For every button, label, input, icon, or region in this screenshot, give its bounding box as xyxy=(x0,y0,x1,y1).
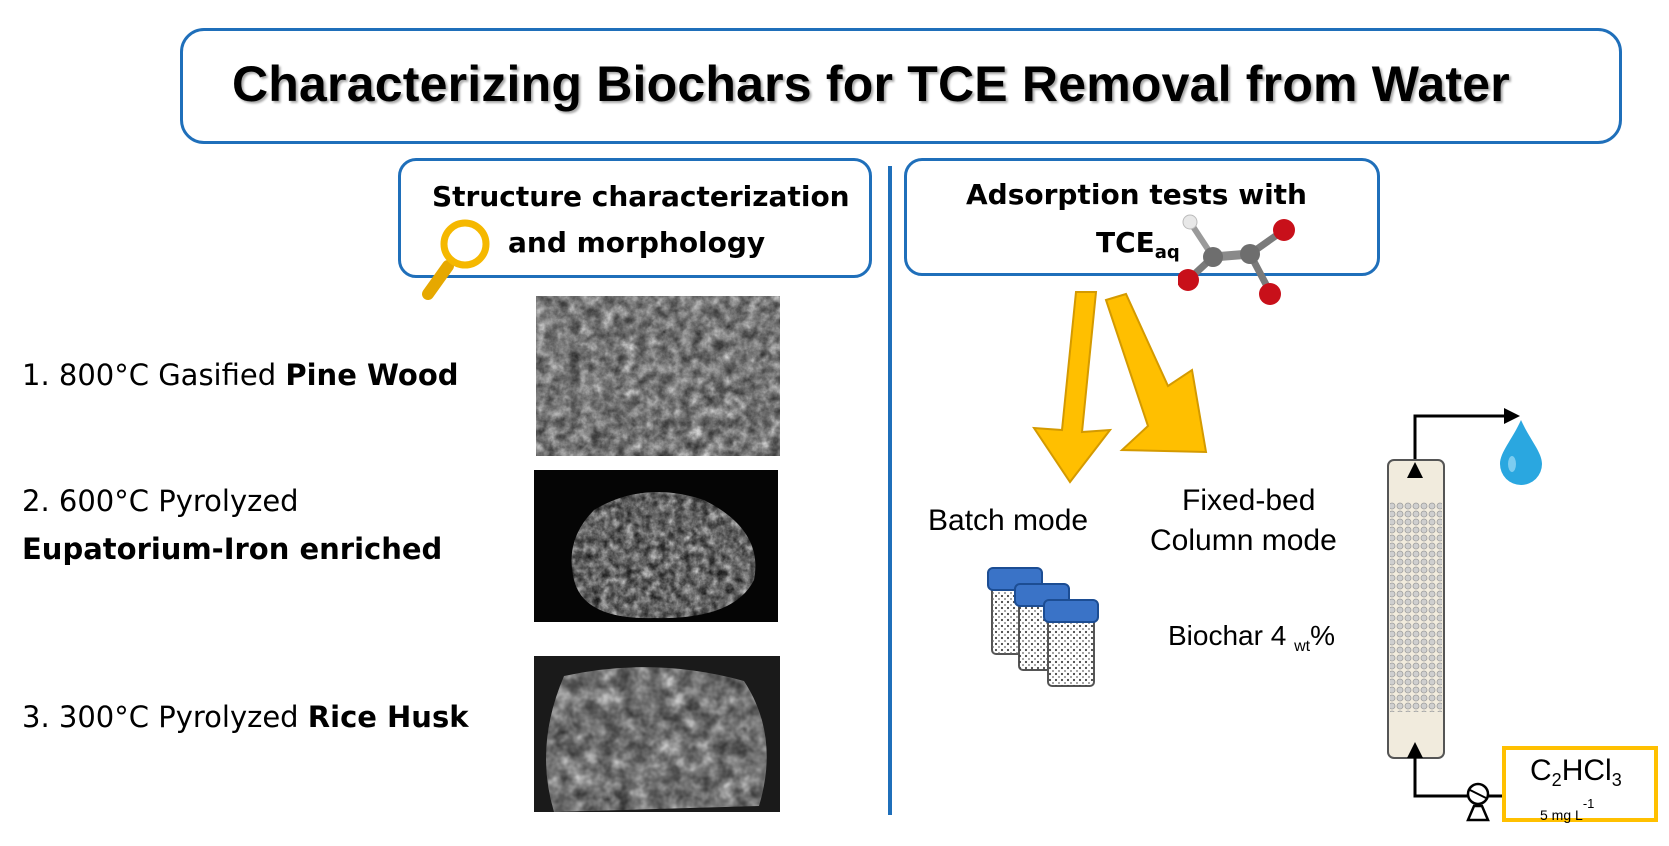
formula-c: C xyxy=(1530,754,1552,787)
sample-3-name: Rice Husk xyxy=(307,700,469,734)
sample-1-prefix: 1. 800°C Gasified xyxy=(22,358,286,392)
vial-icon xyxy=(987,567,1099,687)
concentration-text: 5 mg L xyxy=(1540,807,1583,823)
sample-3-prefix: 3. 300°C Pyrolyzed xyxy=(22,700,308,734)
formula-c-subscript: 2 xyxy=(1551,770,1562,790)
batch-mode-label: Batch mode xyxy=(928,504,1089,537)
formula-hcl: HCl xyxy=(1561,754,1612,787)
molecule-icon xyxy=(1178,214,1295,305)
sem-image-rice-husk xyxy=(534,656,780,812)
concentration-exponent: -1 xyxy=(1582,796,1595,811)
section-divider xyxy=(888,166,892,815)
sem-image-eupatorium xyxy=(534,470,778,622)
sample-3: 3. 300°C Pyrolyzed Rice Husk xyxy=(22,700,469,734)
magnifier-icon xyxy=(422,219,490,300)
structure-box-line1: Structure characterization xyxy=(432,180,850,213)
biochar-text: Biochar 4 xyxy=(1168,620,1295,651)
biochar-subscript: wt xyxy=(1294,638,1311,655)
tce-label: TCEaq xyxy=(1096,226,1180,263)
feed-solution-box xyxy=(1502,746,1658,822)
water-drop-icon xyxy=(1500,420,1542,485)
feed-concentration: 5 mg L-1 xyxy=(1540,796,1594,823)
biochar-label: Biochar 4 wt% xyxy=(1168,620,1335,656)
sample-2-name: Eupatorium-Iron enriched xyxy=(22,532,443,566)
column-mode-line2: Column mode xyxy=(1150,524,1337,557)
tce-subscript: aq xyxy=(1154,242,1180,263)
title-box xyxy=(180,28,1622,144)
biochar-percent: % xyxy=(1310,620,1335,651)
pump-icon xyxy=(1466,782,1490,822)
formula-cl-subscript: 3 xyxy=(1611,770,1622,790)
sample-2-line1: 2. 600°C Pyrolyzed xyxy=(22,484,299,518)
structure-box-line2: and morphology xyxy=(508,226,766,259)
arrow-to-batch-icon xyxy=(1032,291,1208,484)
sem-image-pine-wood xyxy=(536,296,780,456)
tce-text: TCE xyxy=(1096,226,1155,259)
page-title: Characterizing Biochars for TCE Removal … xyxy=(232,56,1510,112)
sample-1-name: Pine Wood xyxy=(285,358,459,392)
feed-formula: C2HCl3 xyxy=(1530,754,1622,791)
column-mode-line1: Fixed-bed xyxy=(1182,484,1316,517)
sample-1: 1. 800°C Gasified Pine Wood xyxy=(22,358,459,392)
adsorption-box-line1: Adsorption tests with xyxy=(966,178,1307,211)
adsorption-box xyxy=(904,158,1380,276)
fixed-bed-column-diagram xyxy=(1387,408,1520,798)
